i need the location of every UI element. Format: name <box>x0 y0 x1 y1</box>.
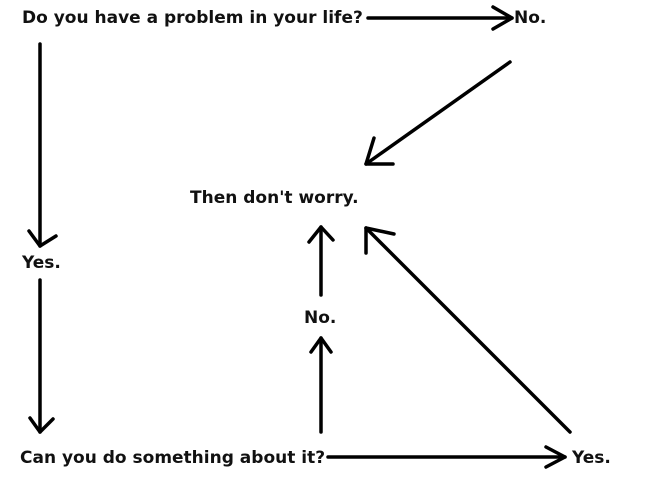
arrow-no-to-dont-worry <box>364 60 512 166</box>
answer-yes-bottom: Yes. <box>572 448 611 468</box>
arrow-question2-to-no <box>309 336 333 434</box>
answer-no-middle: No. <box>304 308 337 328</box>
arrow-no-to-dont-worry-vertical <box>307 225 335 297</box>
question-can-do-something: Can you do something about it? <box>20 448 326 468</box>
arrow-question1-to-no <box>366 5 514 31</box>
conclusion-dont-worry: Then don't worry. <box>190 188 359 208</box>
answer-no-top: No. <box>514 8 547 28</box>
answer-yes-left: Yes. <box>22 253 61 273</box>
question-have-problem: Do you have a problem in your life? <box>22 8 363 28</box>
arrow-yes-to-question2 <box>28 278 55 434</box>
arrow-question2-to-yes <box>326 445 567 469</box>
arrow-question1-to-yes <box>27 42 58 248</box>
arrow-yes-to-dont-worry <box>364 226 572 434</box>
